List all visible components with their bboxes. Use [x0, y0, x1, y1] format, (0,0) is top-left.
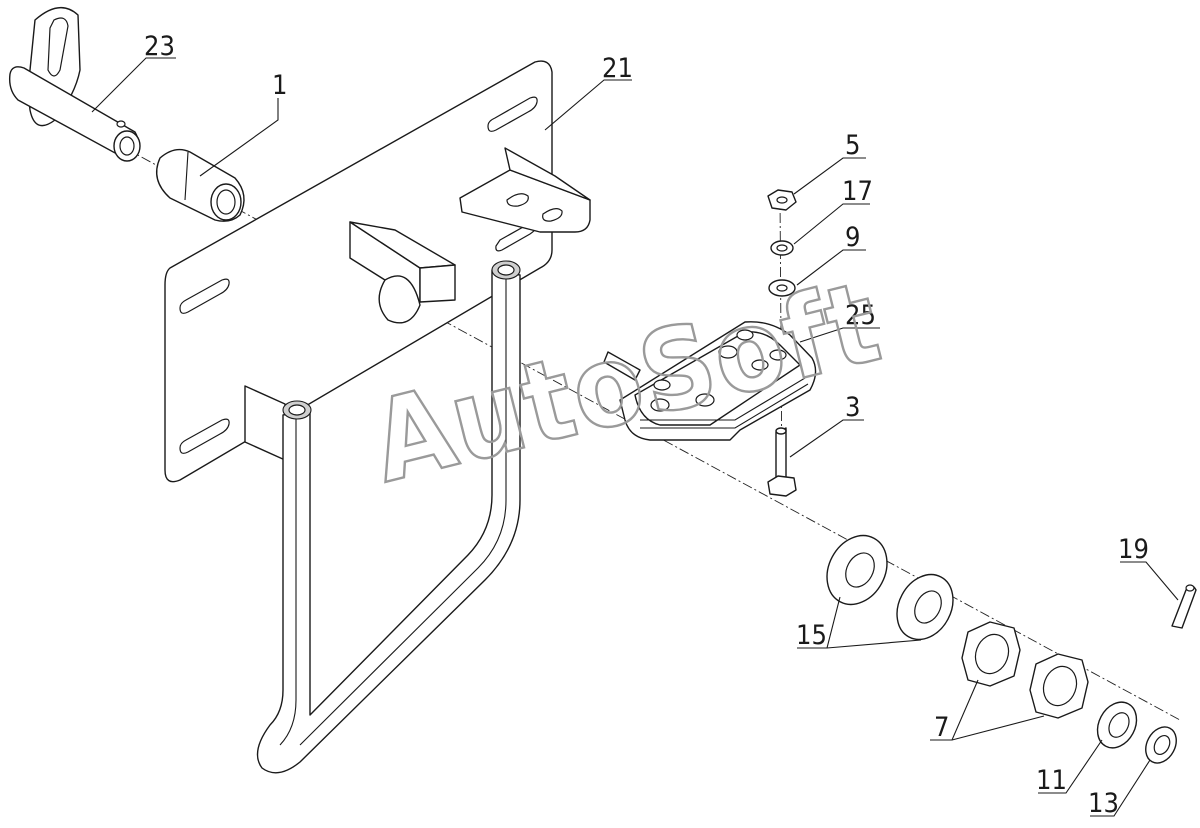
cotter-pin: [1171, 584, 1197, 629]
flat-washer-small: [768, 279, 796, 297]
spring-washer: [770, 240, 794, 256]
washer-11: [1096, 701, 1138, 749]
callout-5: 5: [845, 130, 860, 161]
callout-15: 15: [796, 620, 827, 651]
mounting-plate: [164, 60, 591, 483]
bolt: [767, 427, 797, 497]
large-washer-2: [896, 573, 954, 641]
callout-17: 17: [842, 176, 873, 207]
bushing: [156, 148, 245, 222]
callout-23: 23: [144, 31, 175, 62]
pin-lever: [8, 7, 141, 162]
hex-nut-2: [1029, 653, 1089, 719]
leader-lines: [91, 57, 1179, 817]
callout-19: 19: [1118, 534, 1149, 565]
pedal-lever: [256, 260, 521, 774]
switch-assembly: [603, 321, 817, 441]
callout-1: 1: [272, 70, 287, 101]
washer-13: [1145, 726, 1177, 764]
nut-small: [767, 189, 797, 211]
callout-13: 13: [1088, 788, 1119, 819]
large-washer-1: [826, 534, 888, 606]
callout-25: 25: [845, 300, 876, 331]
hex-nut-1: [961, 621, 1021, 687]
callout-3: 3: [845, 392, 860, 423]
callout-labels: 23 1 21 5 17 9 25 3 19 15 7 11 13: [144, 31, 1149, 819]
callout-9: 9: [845, 222, 860, 253]
callout-21: 21: [602, 53, 633, 84]
callout-7: 7: [934, 712, 949, 743]
callout-11: 11: [1036, 765, 1067, 796]
